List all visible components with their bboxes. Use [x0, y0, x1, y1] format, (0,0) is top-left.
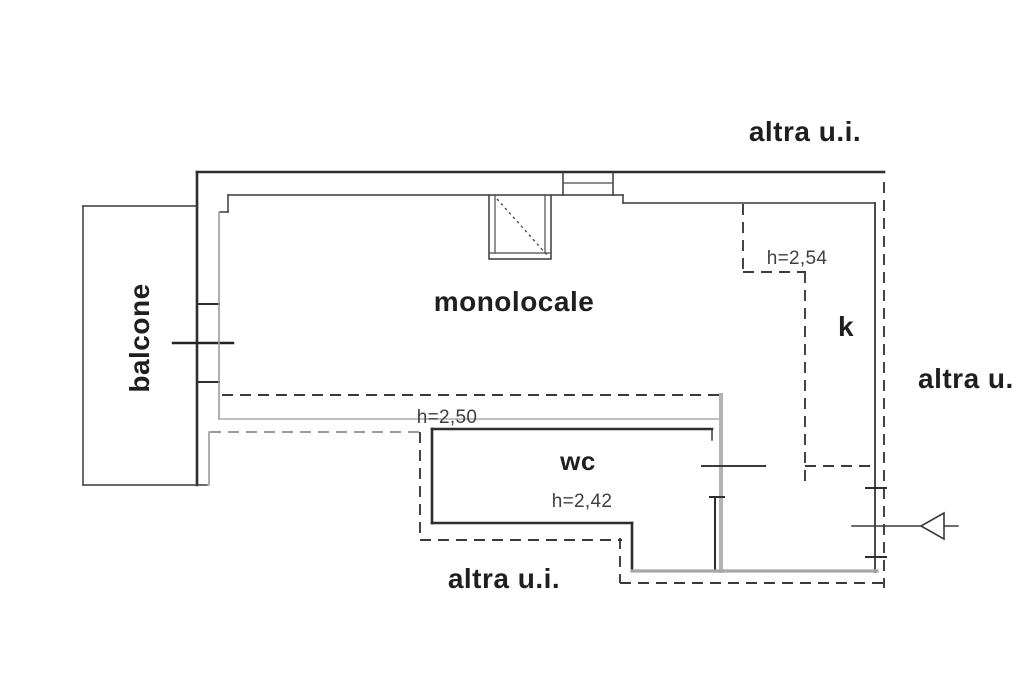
- wc-label: wc: [559, 446, 596, 476]
- main-room-label: monolocale: [434, 286, 595, 317]
- unit-boundary-dashed: [419, 182, 886, 588]
- outer-walls: [195, 170, 886, 487]
- balcony-label: balcone: [124, 283, 155, 392]
- interior-walls: [208, 194, 876, 573]
- other-unit-label-bottom: altra u.i.: [448, 563, 560, 594]
- top-window: [562, 171, 614, 196]
- wc-height-label: h=2,42: [552, 491, 612, 512]
- balcony-door-ticks: [171, 303, 235, 383]
- entrance-arrow-icon: [851, 511, 959, 541]
- other-unit-label-right: altra u.: [918, 363, 1014, 394]
- entrance-door-ticks: [865, 487, 887, 558]
- kitchen-boundary-dashed: [742, 204, 876, 484]
- main-room-height-label: h=2,50: [417, 407, 477, 428]
- closet-box: [488, 195, 552, 260]
- kitchen-label: k: [838, 311, 854, 342]
- balcony-outline: [82, 205, 208, 486]
- height-zone-dashed: [210, 394, 721, 433]
- corridor-walls: [630, 393, 879, 573]
- wc-walls: [430, 427, 714, 572]
- kitchen-height-label: h=2,54: [767, 248, 828, 269]
- other-unit-label-top: altra u.i.: [749, 116, 861, 147]
